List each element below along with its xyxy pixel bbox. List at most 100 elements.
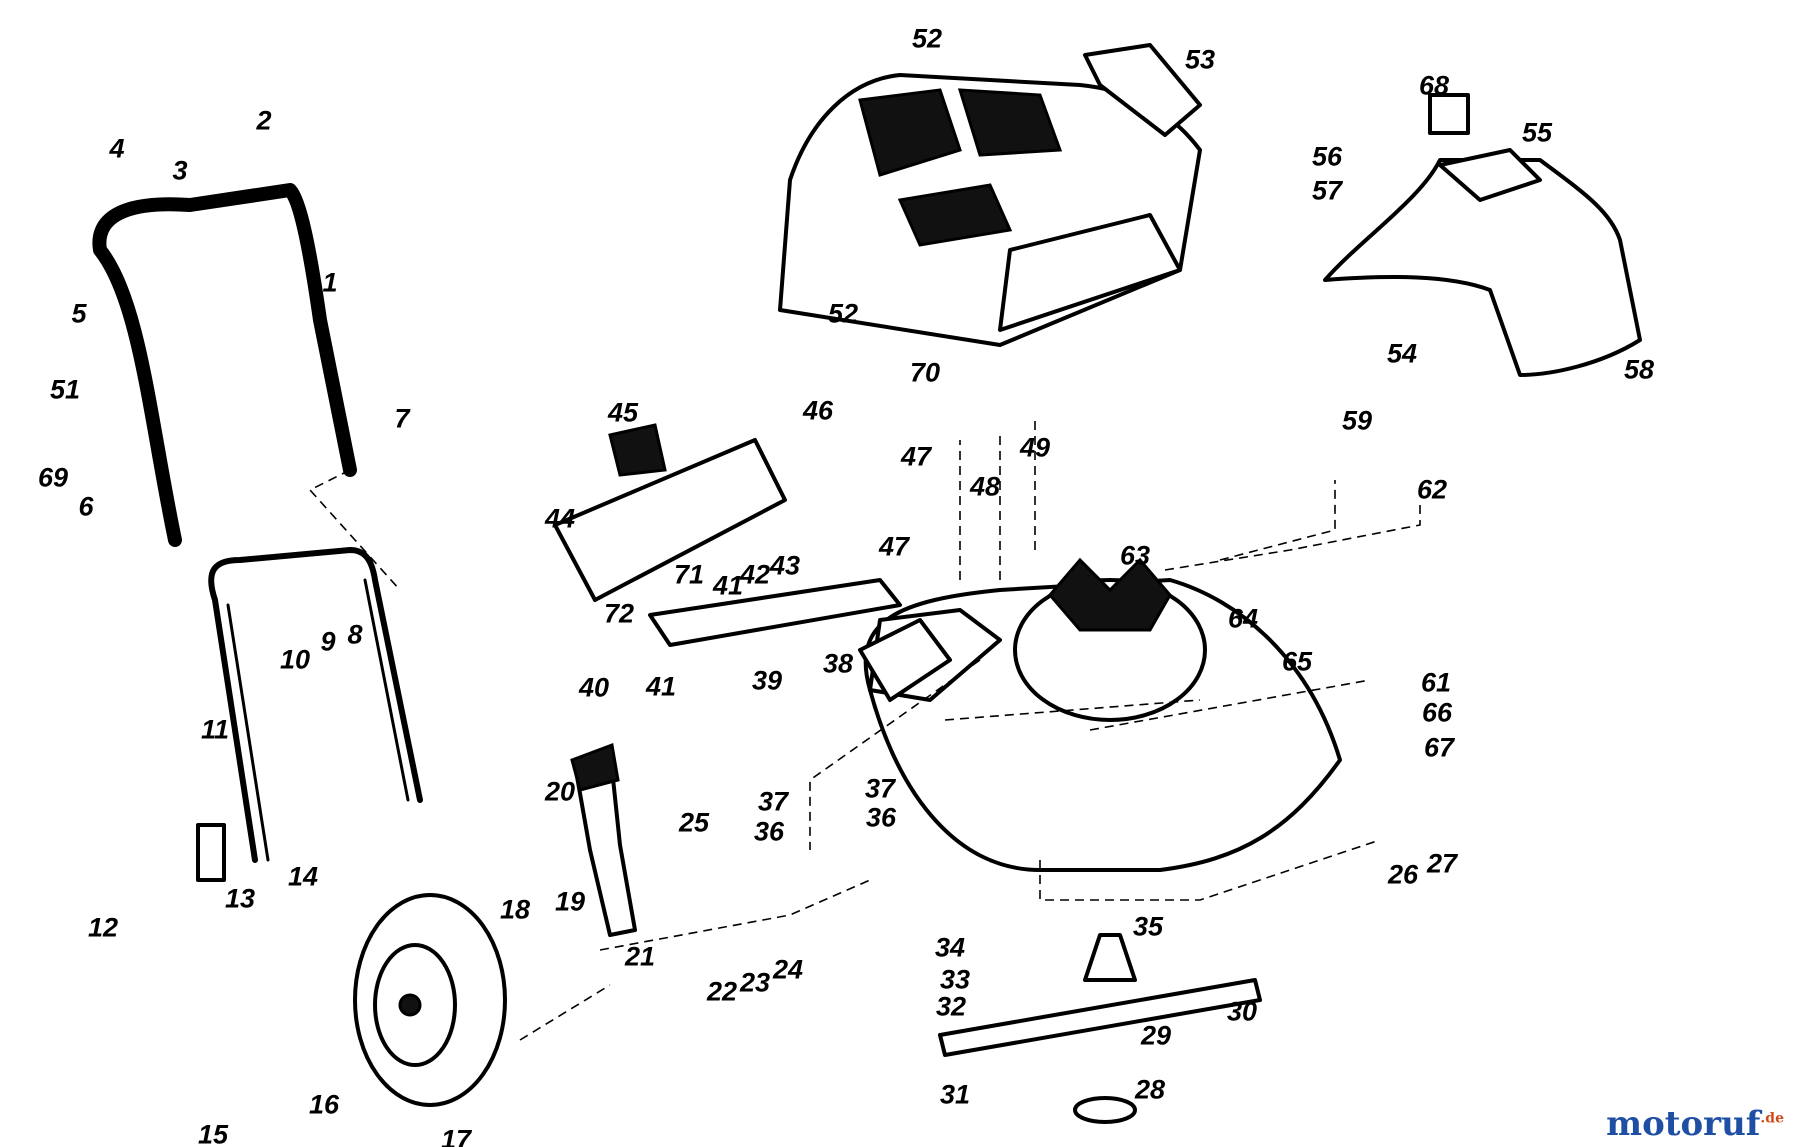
callout-56: 56 — [1311, 141, 1343, 172]
callout-52-top: 52 — [911, 23, 943, 54]
upper-handle — [92, 183, 357, 547]
callout-55: 55 — [1521, 117, 1553, 148]
callout-51: 51 — [49, 374, 81, 405]
motor-fan — [1048, 557, 1172, 632]
motor-cover — [1323, 158, 1642, 377]
callout-41b: 41 — [712, 570, 744, 601]
callout-59: 59 — [1341, 405, 1373, 436]
callout-71: 71 — [673, 559, 705, 590]
callout-52-bottom: 52 — [827, 298, 859, 329]
callout-31: 31 — [939, 1079, 971, 1110]
callout-21: 21 — [624, 941, 656, 972]
callout-8: 8 — [347, 619, 363, 650]
callout-54: 54 — [1386, 338, 1418, 369]
callout-62: 62 — [1416, 474, 1448, 505]
callout-25: 25 — [678, 807, 710, 838]
callout-68: 68 — [1418, 70, 1450, 101]
mower-blade — [938, 978, 1262, 1057]
callout-38: 38 — [822, 648, 854, 679]
callout-32: 32 — [935, 991, 967, 1022]
plate-39 — [648, 578, 902, 647]
callout-23: 23 — [739, 967, 771, 998]
callout-28: 28 — [1134, 1074, 1166, 1105]
callout-10: 10 — [279, 644, 311, 675]
callout-64: 64 — [1227, 603, 1259, 634]
callout-67: 67 — [1423, 732, 1455, 763]
callout-1: 1 — [322, 267, 338, 298]
callout-30: 30 — [1226, 996, 1258, 1027]
callout-29: 29 — [1140, 1020, 1172, 1051]
callout-70: 70 — [909, 357, 941, 388]
lower-handle — [208, 547, 423, 863]
lower-handle-inner — [226, 578, 410, 862]
callout-35: 35 — [1132, 911, 1164, 942]
callout-20: 20 — [544, 776, 576, 807]
callout-41: 41 — [645, 671, 677, 702]
callout-14: 14 — [287, 861, 319, 892]
callout-53: 53 — [1184, 44, 1216, 75]
wheel-axle — [398, 993, 422, 1017]
callout-72: 72 — [603, 598, 635, 629]
watermark-logo: motoruf.de — [1606, 1107, 1784, 1141]
foot-28 — [1073, 1096, 1137, 1124]
callout-9: 9 — [320, 626, 336, 657]
callout-36: 36 — [753, 816, 785, 847]
callout-17: 17 — [440, 1124, 472, 1147]
callout-63: 63 — [1119, 540, 1151, 571]
chassis-bracket — [858, 618, 952, 702]
callout-48: 48 — [969, 471, 1001, 502]
callout-3: 3 — [172, 155, 188, 186]
callout-40: 40 — [578, 672, 610, 703]
motor-cover-top — [1438, 148, 1542, 202]
callout-27: 27 — [1426, 848, 1458, 879]
grass-catcher-mouth — [998, 213, 1182, 332]
callout-24: 24 — [772, 954, 804, 985]
callout-58: 58 — [1623, 354, 1655, 385]
callout-42: 42 — [739, 559, 771, 590]
callout-26: 26 — [1387, 859, 1419, 890]
deflector-tip — [608, 423, 667, 477]
label-68 — [1428, 93, 1470, 135]
leader-lines — [308, 420, 1421, 1041]
callout-18: 18 — [499, 894, 531, 925]
callout-15: 15 — [197, 1119, 229, 1147]
carry-handle — [1083, 43, 1202, 137]
callout-19: 19 — [554, 886, 586, 917]
callout-39: 39 — [751, 665, 783, 696]
watermark-brand: motoruf — [1606, 1104, 1761, 1144]
callout-45: 45 — [607, 397, 639, 428]
callout-46: 46 — [802, 395, 834, 426]
callout-47: 47 — [900, 441, 932, 472]
callout-12: 12 — [87, 912, 119, 943]
callout-16: 16 — [308, 1089, 340, 1120]
callout-44: 44 — [544, 503, 576, 534]
callout-6: 6 — [78, 491, 94, 522]
callout-34: 34 — [934, 932, 966, 963]
callout-65: 65 — [1281, 646, 1313, 677]
callout-66: 66 — [1421, 697, 1453, 728]
callout-36b: 36 — [865, 802, 897, 833]
callout-47b: 47 — [878, 531, 910, 562]
grass-deflector — [553, 438, 787, 602]
callout-37b: 37 — [864, 773, 896, 804]
callout-22: 22 — [706, 976, 738, 1007]
callout-11: 11 — [200, 714, 230, 745]
callout-33: 33 — [939, 964, 971, 995]
callout-49: 49 — [1019, 432, 1051, 463]
height-lever-grip — [570, 742, 620, 792]
callout-43: 43 — [769, 550, 801, 581]
callout-4: 4 — [109, 133, 125, 164]
callout-61: 61 — [1420, 667, 1452, 698]
callout-7: 7 — [394, 403, 410, 434]
bracket-13 — [196, 823, 226, 882]
watermark-tld: .de — [1760, 1110, 1784, 1127]
grass-catcher-top — [858, 88, 1063, 247]
callout-57: 57 — [1311, 175, 1343, 206]
callout-69: 69 — [37, 462, 69, 493]
callout-13: 13 — [224, 883, 256, 914]
callout-5: 5 — [71, 298, 87, 329]
blade-hub — [1083, 933, 1137, 982]
callout-37: 37 — [757, 786, 789, 817]
